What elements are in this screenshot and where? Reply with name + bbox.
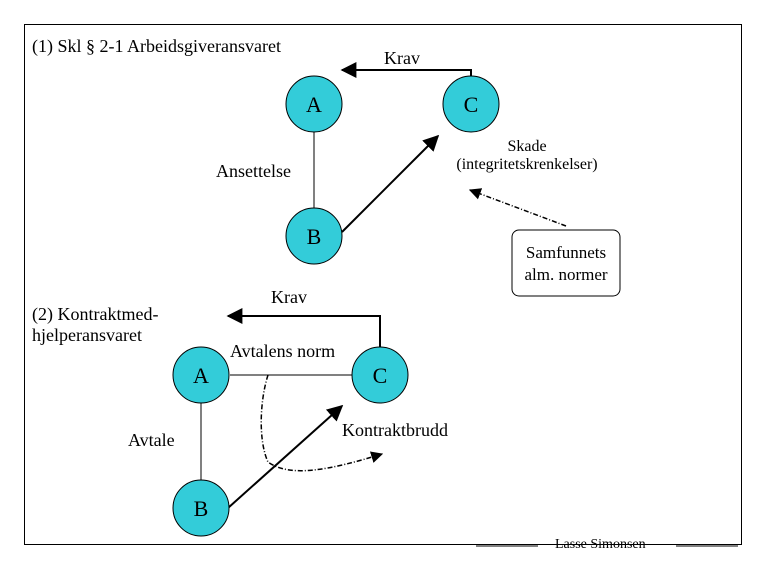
node-a-2 <box>172 346 230 404</box>
node-b-2 <box>172 479 230 537</box>
skade-label: Skade (integritetskrenkelser) <box>448 138 606 175</box>
node-c-1 <box>442 75 500 133</box>
norm-dotted-arrow-2 <box>260 374 384 472</box>
node-c-2 <box>351 346 409 404</box>
node-c-1-label: C <box>464 92 479 117</box>
slide-frame <box>24 24 742 545</box>
skade-label-line2: (integritetskrenkelser) <box>456 156 598 174</box>
node-b-1-label: B <box>307 224 322 249</box>
section2-title-line1: (2) Kontraktmed- <box>32 304 159 324</box>
samfunnets-normer-box <box>511 229 621 297</box>
box-line-1: Samfunnets <box>526 243 606 262</box>
kontraktbrudd-arrow <box>227 404 344 509</box>
norm-dotted-arrow-1 <box>468 188 567 227</box>
section2-title: (2) Kontraktmed- hjelperansvaret <box>32 304 158 345</box>
section2-title-line2: hjelperansvaret <box>32 324 142 345</box>
node-a-2-label: A <box>193 363 209 388</box>
krav-label-2: Krav <box>271 287 307 307</box>
ansettelse-label: Ansettelse <box>216 161 291 181</box>
box-line-2: alm. normer <box>524 265 607 284</box>
node-c-2-label: C <box>373 363 388 388</box>
krav-arrow-2 <box>226 308 381 348</box>
node-b-2-label: B <box>194 496 209 521</box>
avtalens-norm-label: Avtalens norm <box>230 341 336 361</box>
skade-label-line1: Skade <box>507 138 547 155</box>
kontraktbrudd-label: Kontraktbrudd <box>342 420 448 440</box>
author-label: Lasse Simonsen <box>555 537 646 552</box>
node-a-1 <box>285 75 343 133</box>
skade-arrow-1 <box>341 134 440 233</box>
section1-title: (1) Skl § 2-1 Arbeidsgiveransvaret <box>32 36 281 56</box>
node-a-1-label: A <box>306 92 322 117</box>
krav-label-1: Krav <box>384 48 420 68</box>
node-b-1 <box>285 207 343 265</box>
avtale-label: Avtale <box>128 430 175 450</box>
krav-arrow-1 <box>340 62 472 79</box>
